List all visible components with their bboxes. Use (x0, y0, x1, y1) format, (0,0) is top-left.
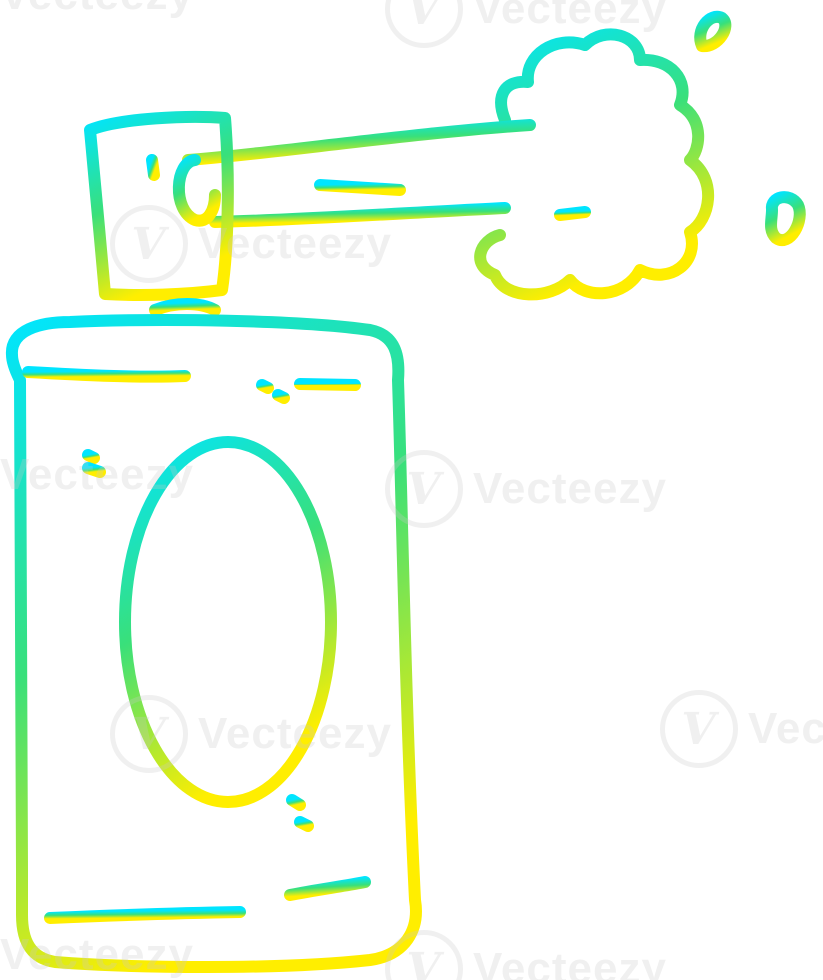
can-label-oval (119, 436, 337, 808)
can-top-rim (22, 366, 191, 383)
can-top-rim (294, 378, 361, 391)
can-shine-mark (82, 449, 100, 464)
can-neck (149, 298, 221, 316)
spray-droplet (765, 191, 806, 246)
spray-stream-mark (314, 179, 406, 196)
label-shine-mark (286, 794, 306, 811)
spray-droplet (694, 10, 732, 52)
spray-stream-bottom (209, 202, 511, 228)
watermark-logo-icon: V (660, 690, 738, 768)
watermark-text: Vecteezy (748, 704, 823, 753)
nozzle-tip (172, 154, 221, 227)
cap-detail-mark (146, 154, 160, 181)
spray-cloud (474, 28, 714, 301)
spray-stream-top (182, 119, 536, 166)
spray-cloud-inner-mark (554, 206, 591, 221)
spray-cap (84, 110, 234, 301)
can-bottom-rim (284, 876, 371, 901)
can-bottom-rim (44, 906, 246, 924)
can-shine-mark (256, 379, 274, 394)
can-shine-mark (272, 389, 290, 404)
can-body (6, 314, 422, 973)
label-shine-mark (294, 816, 314, 832)
can-shine-mark (82, 462, 106, 478)
watermark: V Vecteezy (655, 680, 823, 780)
